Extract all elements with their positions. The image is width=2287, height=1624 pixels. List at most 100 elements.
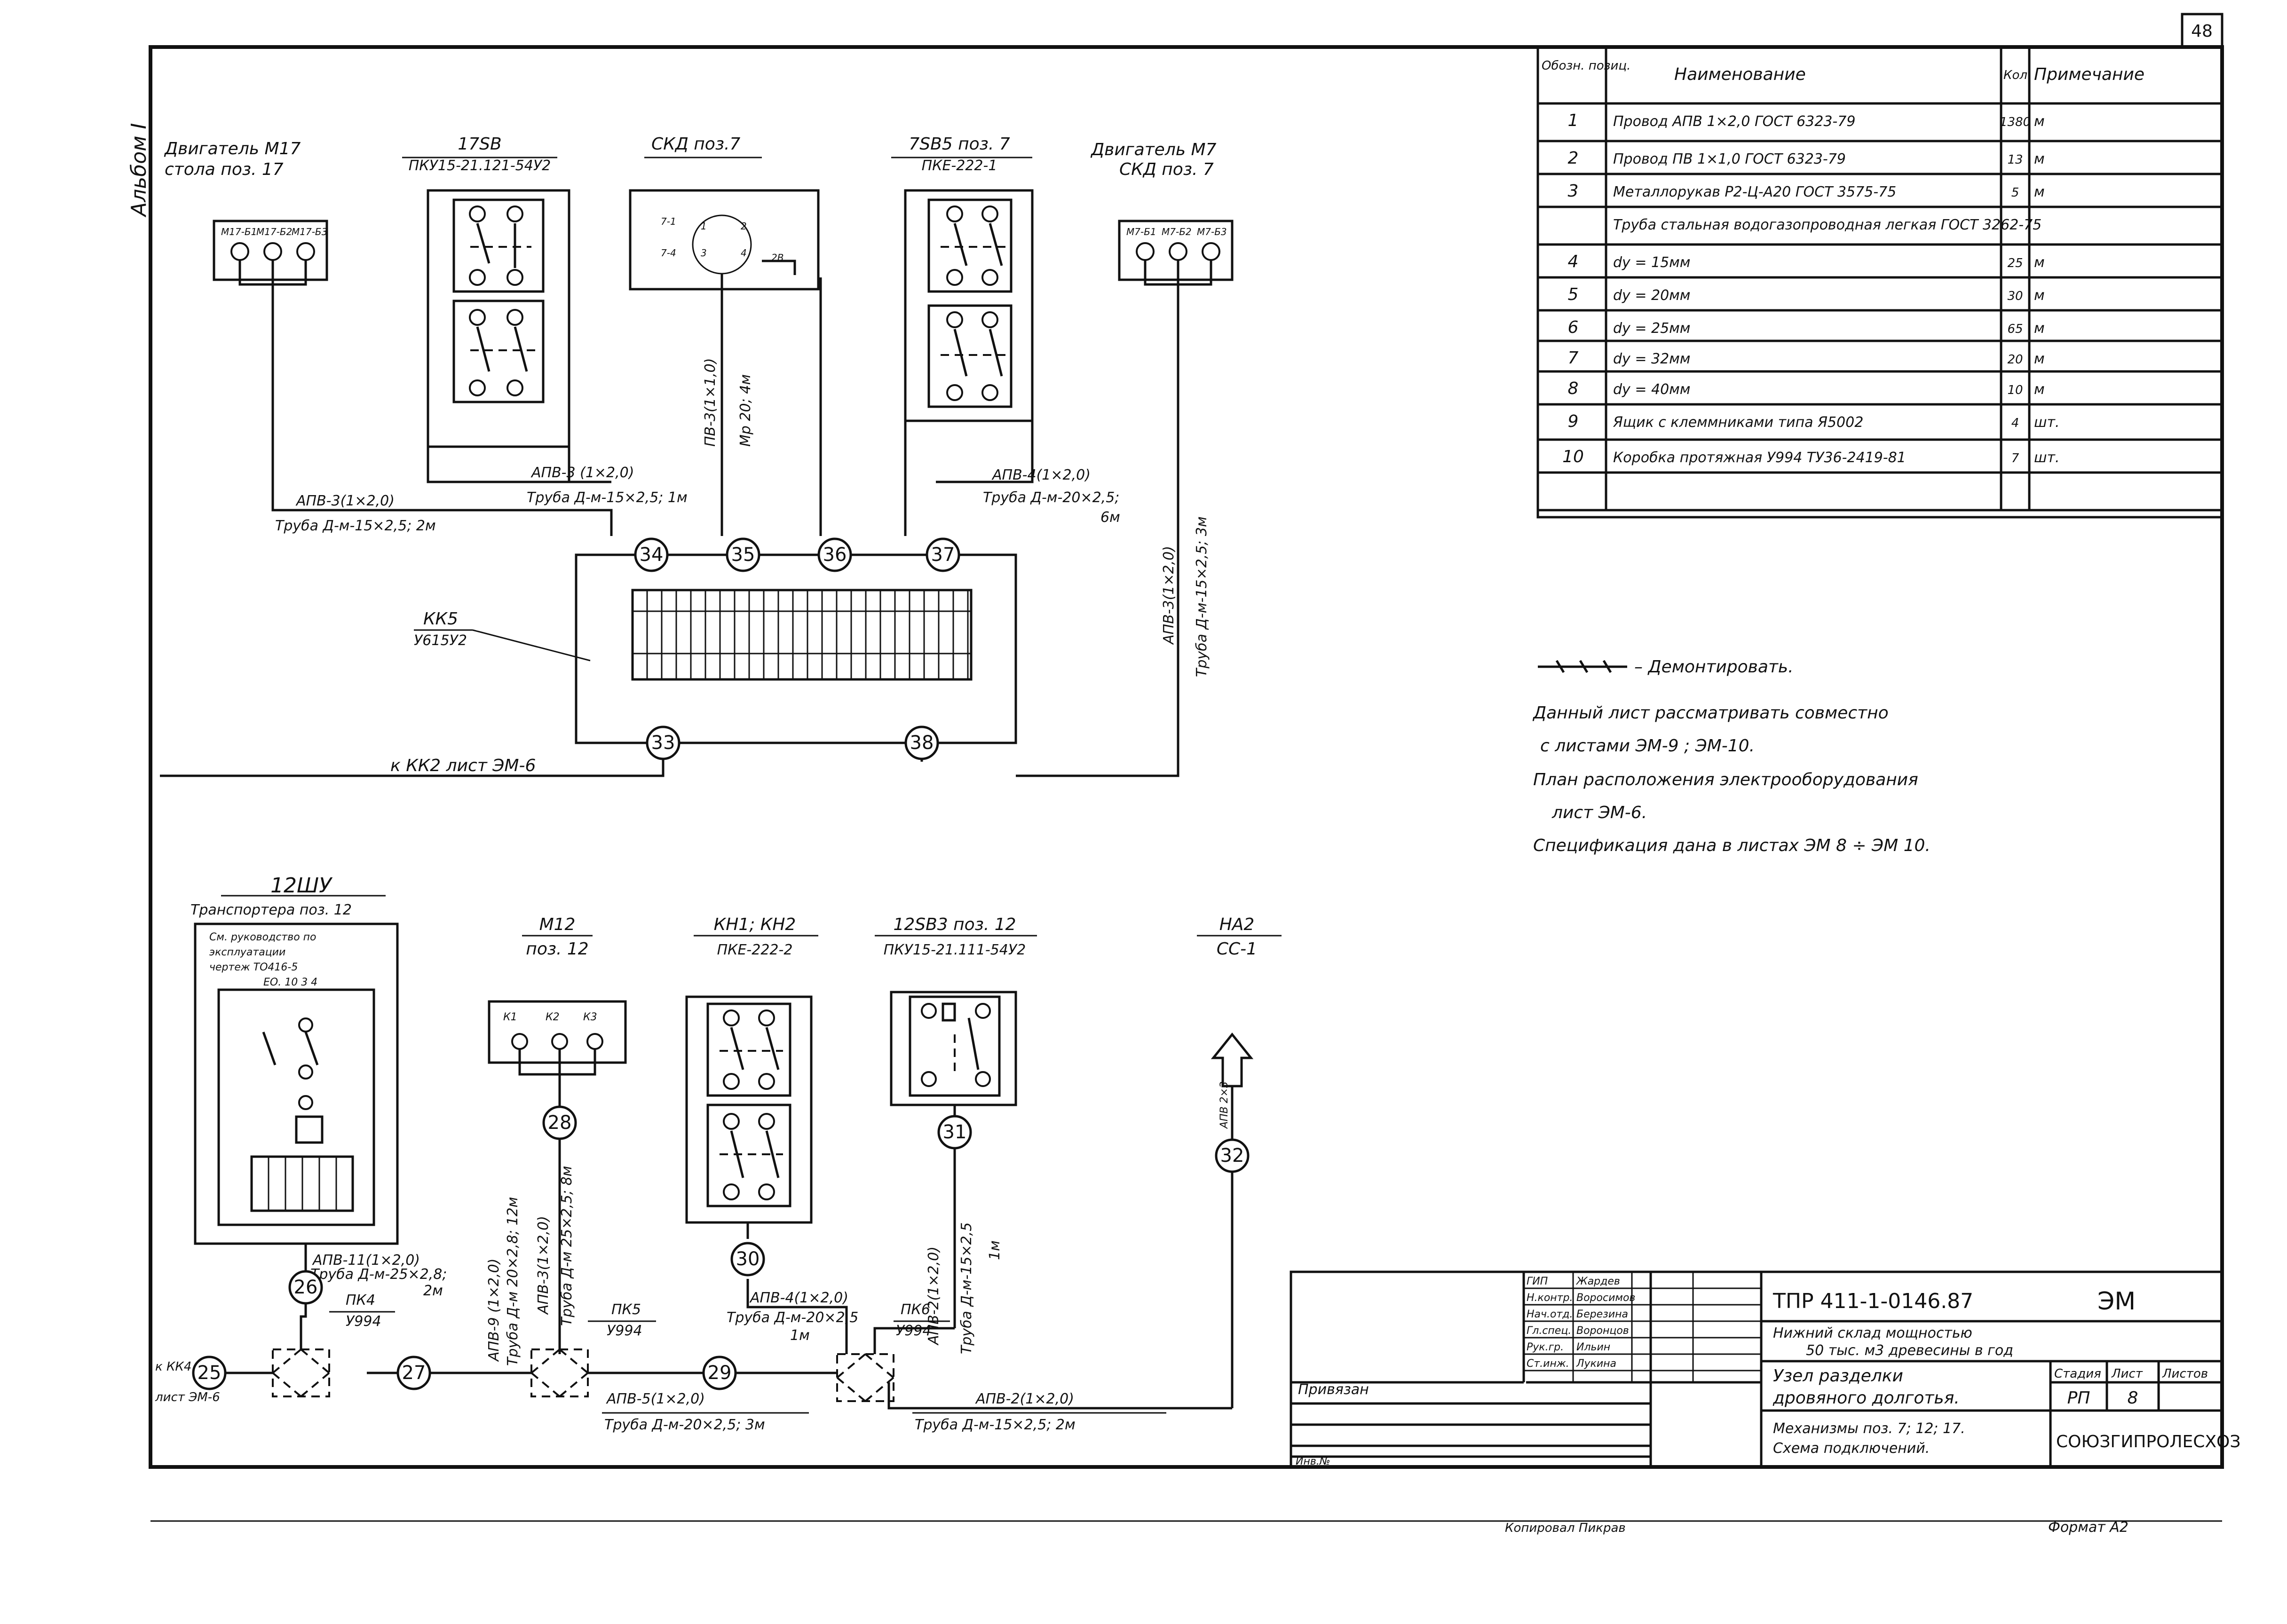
svg-text:У994: У994 (346, 1313, 381, 1330)
terminal (230, 242, 249, 261)
note-line-3: План расположения электрооборудования (1533, 770, 1918, 789)
cable-bubble-label: 33 (651, 732, 675, 754)
post-12sb3-type: ПКУ15-21.111-54У2 (884, 942, 1026, 958)
spec-note: шт. (2034, 414, 2059, 431)
kk4-ref-2: лист ЭМ-6 (155, 1390, 220, 1404)
skd-name: СКД поз.7 (651, 134, 740, 154)
svg-text:К1: К1 (503, 1011, 517, 1023)
ha2-arrow (1211, 1032, 1254, 1088)
motor-m7-box (1118, 220, 1234, 281)
post-7sb5-contact-1 (927, 198, 1013, 293)
skd-device: СКД поз.7 7-1 1 2 7-4 3 4 2В (629, 134, 822, 536)
spec-row: Труба стальная водогазопроводная легкая … (1613, 217, 2042, 233)
svg-text:2м: 2м (423, 1283, 443, 1299)
spec-pos: 8 (1568, 379, 1579, 398)
kn-post: КН1; КН2 ПКЕ-222-2 (685, 915, 848, 1354)
cable-37a-wire: АПВ-4(1×2,0) (991, 467, 1091, 483)
pk6-box (836, 1353, 894, 1402)
sheet-value: 8 (2128, 1388, 2138, 1408)
spec-note: м (2034, 351, 2045, 367)
note-line-4: лист ЭМ-6. (1551, 803, 1647, 822)
spec-qty: 25 (2007, 256, 2023, 270)
svg-text:М7-Б3: М7-Б3 (1197, 226, 1227, 237)
post-17sb-type: ПКУ15-21.121-54У2 (409, 158, 551, 174)
format-label: Формат А2 (2048, 1519, 2129, 1536)
motor-m7: Двигатель М7 СКД поз. 7 М7-Б1 М7-Б2 М7-Б… (1016, 140, 1234, 777)
pk4-box (272, 1348, 330, 1397)
spec-name: Труба стальная водогазопроводная легкая … (1613, 217, 2042, 233)
svg-text:ПК6: ПК6 (901, 1301, 930, 1318)
box-12shu-inner (217, 988, 375, 1226)
cable-bubble-27: 27 (396, 1356, 431, 1390)
spec-qty: 7 (2011, 451, 2019, 465)
svg-text:АПВ-9 (1×2,0): АПВ-9 (1×2,0) (486, 1259, 502, 1362)
spec-name: dу = 15мм (1613, 254, 1690, 271)
svg-text:3: 3 (701, 247, 707, 259)
ha2-name: НА2 (1219, 915, 1255, 934)
svg-text:К3: К3 (583, 1011, 597, 1023)
cable-bubble-32: 32 (1215, 1138, 1250, 1173)
tb-person: Березина (1576, 1309, 1628, 1320)
privyazan-label: Привязан (1298, 1381, 1369, 1398)
cable-bubble-26: 26 (288, 1270, 323, 1305)
spec-name: dу = 25мм (1613, 320, 1690, 337)
post-12sb3: 12SB3 поз. 12 ПКУ15-21.111-54У2 (875, 915, 1037, 1328)
svg-text:7-1: 7-1 (661, 216, 676, 227)
cable-bubble-label: 38 (910, 732, 934, 754)
spec-qty: 1380 (2000, 115, 2031, 129)
post-7sb5-name: 7SB5 поз. 7 (909, 134, 1010, 154)
sheet-frame: 48 Альбом I Копировал Пикрав Формат А2 (127, 13, 2224, 1536)
org-name: СОЮЗГИПРОЛЕСХОЗ (2056, 1432, 2240, 1451)
cable-bubble-label: 34 (640, 544, 664, 566)
spec-name: Провод ПВ 1×1,0 ГОСТ 6323-79 (1613, 151, 1846, 167)
motor-m17-term-1: М17-Б1 (221, 226, 257, 237)
post-7sb5-type: ПКЕ-222-1 (922, 158, 997, 174)
cable-bubble-label: 25 (198, 1362, 222, 1384)
subtitle-line-1: Механизмы поз. 7; 12; 17. (1773, 1420, 1965, 1437)
motor-m12-box (488, 1000, 627, 1064)
svg-text:К2: К2 (546, 1011, 560, 1023)
tb-role: Ст.инж. (1527, 1358, 1569, 1370)
post-17sb-outer (427, 189, 570, 448)
motor-m17: Двигатель М17 стола поз. 17 М17-Б1 М17-Б… (164, 139, 328, 286)
tb-person: Лукина (1576, 1358, 1616, 1370)
spec-note: м (2034, 184, 2045, 200)
terminal (296, 242, 315, 261)
ha2-type: СС-1 (1217, 939, 1257, 959)
spec-header-name: Наименование (1674, 65, 1806, 84)
spec-name: Ящик с клеммниками типа Я5002 (1613, 414, 1863, 431)
motor-m12: М12 поз. 12 К1 К2 К3 (488, 915, 627, 1354)
post-17sb-name: 17SB (458, 134, 501, 154)
cable-34-pipe: Труба Д-м-15×2,5; 2м (275, 518, 436, 534)
drawing-border (149, 45, 2224, 1469)
svg-text:У994: У994 (607, 1323, 642, 1339)
cable-bubble-37: 37 (926, 537, 960, 572)
post-12sb3-name: 12SB3 поз. 12 (893, 915, 1016, 934)
spec-name: dу = 20мм (1613, 287, 1690, 304)
cable-bubble-label: 30 (736, 1248, 760, 1270)
skd-box (629, 189, 820, 291)
spec-name: Коробка протяжная У994 ТУ36-2419-81 (1613, 449, 1906, 466)
note-line-2: с листами ЭМ-9 ; ЭМ-10. (1540, 736, 1755, 756)
svg-text:1м: 1м (790, 1327, 810, 1344)
cable-bubble-label: 37 (931, 544, 955, 566)
motor-m12-name: М12 (539, 915, 576, 934)
inv-label: Инв.№ (1296, 1456, 1330, 1467)
tb-role: Нач.отд. (1527, 1309, 1573, 1320)
cable-34-route (271, 284, 613, 536)
stage-value: РП (2067, 1388, 2090, 1408)
legend-text: – Демонтировать. (1634, 657, 1794, 677)
spec-pos: 6 (1568, 318, 1579, 337)
svg-text:Листов: Листов (2162, 1367, 2208, 1381)
terminal (263, 242, 282, 261)
svg-text:АПВ-4(1×2,0): АПВ-4(1×2,0) (749, 1290, 848, 1306)
spec-qty: 5 (2011, 186, 2019, 200)
spec-pos: 4 (1568, 252, 1579, 271)
svg-text:чертеж ТО416-5: чертеж ТО416-5 (209, 962, 298, 973)
post-17sb-contact-2 (452, 300, 545, 403)
